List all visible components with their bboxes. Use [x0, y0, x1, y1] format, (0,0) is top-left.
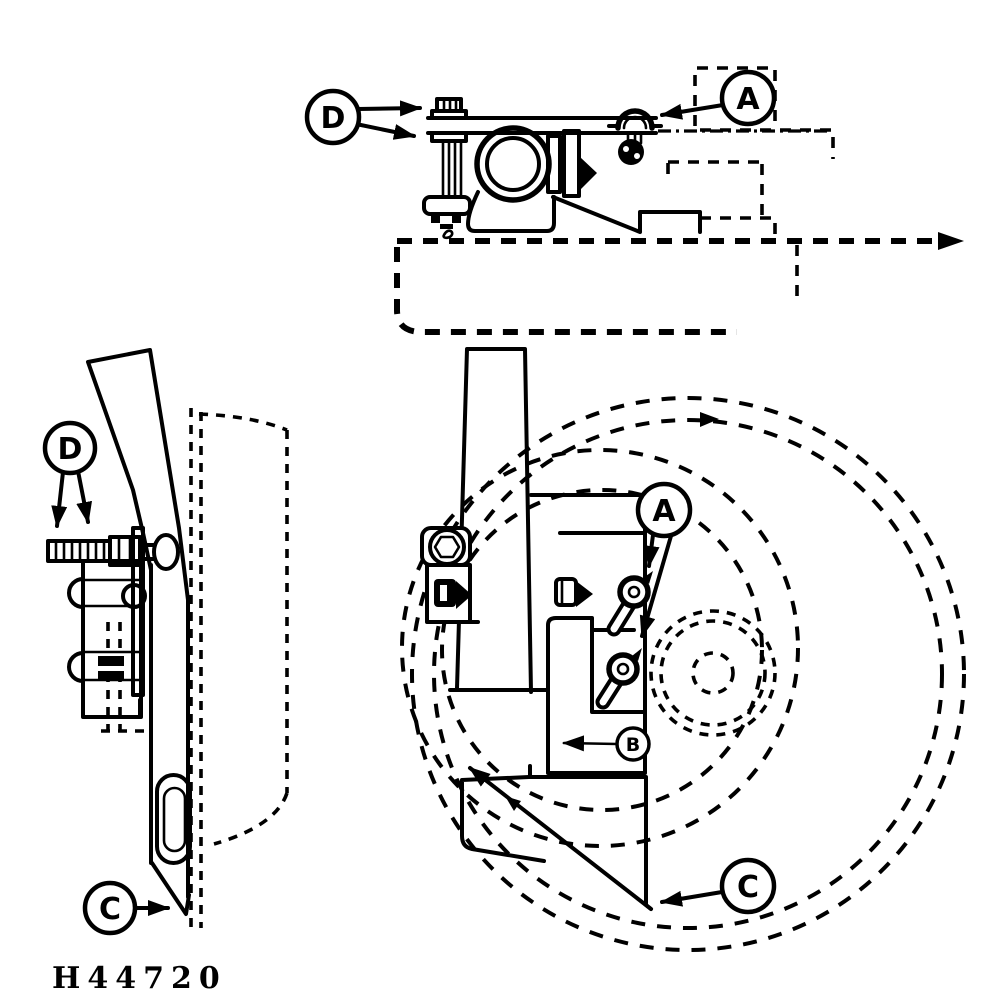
clamp-plate-1 — [546, 134, 562, 194]
shank-slot-inner — [162, 786, 187, 853]
break-mark — [442, 229, 454, 240]
pivot-bracket-front — [420, 526, 480, 624]
disc-circle-inner-dashed — [400, 448, 800, 848]
bracket-edge — [551, 195, 702, 234]
shank-tip-side — [150, 861, 191, 916]
scraper-edge-arrow — [468, 766, 653, 911]
wing-nut-top — [618, 139, 644, 165]
bracket-side — [67, 559, 150, 733]
callout-c-front — [719, 857, 777, 915]
leader-d-top-2 — [354, 122, 416, 140]
plate-pointer — [580, 157, 597, 190]
leader-a-front-1 — [643, 533, 660, 568]
front-view: A B C — [400, 347, 966, 952]
callout-a-front — [635, 481, 693, 539]
centerline-arrowhead — [938, 232, 964, 250]
disc-rotation-arrowhead — [700, 412, 719, 427]
standard-outline — [86, 348, 190, 602]
callout-b-front — [615, 726, 651, 762]
callout-c-front-label: C — [737, 870, 759, 905]
scraper-edge-mid-arrowhead — [505, 796, 521, 811]
disc-circle-rim-dashed — [432, 418, 944, 930]
hidden-frame-steps-dashed — [666, 128, 835, 236]
bolt-pointer-left — [456, 581, 472, 609]
disc-circle-inner2-dashed — [440, 488, 764, 812]
callout-d-side — [42, 420, 98, 476]
clamp-body — [466, 190, 556, 233]
shank-collar-inner — [485, 136, 541, 192]
leader-d-side-1 — [51, 470, 68, 528]
callout-c-side-label: C — [99, 892, 121, 927]
clamp-plate-2 — [562, 129, 581, 198]
shank-front — [448, 347, 550, 694]
leader-d-side-2 — [76, 469, 93, 524]
leader-b-front — [562, 735, 619, 752]
bolt-pointer-right — [576, 581, 593, 607]
disc-edge-dashed — [189, 408, 203, 928]
shank-slot-outer — [155, 773, 192, 865]
wing-fastener-lower — [595, 648, 642, 710]
disc-circle-outer-dashed — [410, 396, 966, 952]
hub-circles-dashed — [649, 609, 777, 737]
leader-a-front-2 — [639, 534, 673, 638]
callout-d-side-label: D — [58, 432, 83, 467]
top-view: D A — [304, 66, 964, 335]
wing-fastener-upper — [606, 571, 653, 637]
leader-d-top-1 — [356, 100, 422, 117]
side-view: D C — [42, 348, 289, 936]
toolbar-outline-dashed — [394, 247, 737, 335]
callout-a-front-label: A — [652, 494, 676, 529]
clamp-bolts — [422, 97, 472, 229]
eye-bolt-top — [607, 108, 663, 165]
leader-a-top — [660, 103, 725, 120]
callout-a-top — [719, 69, 777, 127]
callout-b-front-label: B — [626, 734, 640, 756]
clamp-bolt-front — [554, 577, 593, 607]
callout-d-top — [304, 88, 362, 146]
leader-c-front — [660, 890, 724, 907]
callout-d-top-label: D — [321, 101, 346, 136]
callout-a-top-label: A — [736, 82, 760, 117]
disc-face-dashed — [198, 412, 289, 846]
part-number: H44720 — [52, 961, 227, 996]
callout-c-side — [82, 880, 138, 936]
